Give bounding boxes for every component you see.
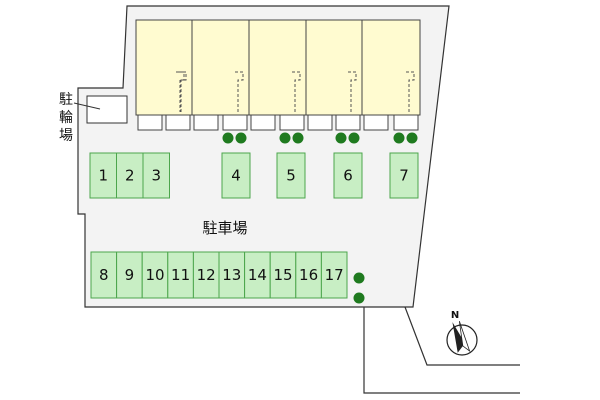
parking-space: 8 bbox=[90, 251, 118, 299]
road-line-left bbox=[363, 307, 520, 394]
building-unit bbox=[135, 19, 193, 131]
tree-icon bbox=[292, 132, 304, 144]
parking-space-number: 8 bbox=[99, 266, 109, 284]
parking-space-number: 3 bbox=[151, 167, 161, 185]
building-unit bbox=[305, 19, 363, 131]
parking-space: 4 bbox=[221, 152, 251, 199]
parking-space-number: 11 bbox=[171, 266, 190, 284]
tree-icon bbox=[353, 292, 365, 304]
road-line-right bbox=[404, 306, 520, 366]
parking-space-number: 9 bbox=[125, 266, 135, 284]
parking-space: 16 bbox=[295, 251, 322, 299]
parking-space-number: 1 bbox=[98, 167, 108, 185]
north-compass-icon: N bbox=[446, 310, 478, 356]
bicycle-parking-label-2: 輪 bbox=[59, 109, 73, 126]
parking-space: 15 bbox=[269, 251, 297, 299]
parking-space-number: 6 bbox=[343, 167, 353, 185]
tree-icon bbox=[235, 132, 247, 144]
parking-space: 3 bbox=[142, 152, 170, 199]
tree-icon bbox=[353, 272, 365, 284]
bicycle-parking-label-3: 場 bbox=[59, 128, 73, 144]
parking-space: 7 bbox=[389, 152, 419, 199]
building-unit bbox=[191, 19, 250, 131]
tree-icon bbox=[222, 132, 234, 144]
bicycle-parking-box bbox=[86, 95, 128, 124]
parking-space-number: 16 bbox=[299, 266, 318, 284]
apartment-building bbox=[135, 19, 421, 131]
tree-icon bbox=[335, 132, 347, 144]
parking-space-number: 14 bbox=[248, 266, 267, 284]
parking-lot-label: 駐車場 bbox=[202, 219, 247, 237]
parking-space: 1 bbox=[89, 152, 117, 199]
parking-space-number: 2 bbox=[125, 167, 135, 185]
tree-icon bbox=[393, 132, 405, 144]
parking-space-number: 15 bbox=[273, 266, 292, 284]
parking-space: 10 bbox=[141, 251, 169, 299]
building-unit bbox=[361, 19, 421, 131]
parking-space: 14 bbox=[244, 251, 271, 299]
north-label: N bbox=[451, 310, 459, 321]
tree-icon bbox=[406, 132, 418, 144]
parking-space-number: 5 bbox=[286, 167, 296, 185]
parking-space: 13 bbox=[218, 251, 246, 299]
parking-space: 11 bbox=[167, 251, 194, 299]
parking-space-number: 10 bbox=[145, 266, 164, 284]
parking-space: 6 bbox=[333, 152, 363, 199]
parking-space: 9 bbox=[116, 251, 143, 299]
parking-space: 2 bbox=[116, 152, 144, 199]
parking-space: 12 bbox=[192, 251, 220, 299]
parking-space: 17 bbox=[320, 251, 348, 299]
building-unit bbox=[248, 19, 307, 131]
bicycle-parking-leader bbox=[73, 102, 101, 110]
tree-icon bbox=[348, 132, 360, 144]
tree-icon bbox=[279, 132, 291, 144]
parking-space-number: 7 bbox=[399, 167, 409, 185]
bicycle-parking-label-1: 駐 bbox=[59, 92, 73, 108]
parking-space-number: 4 bbox=[231, 167, 241, 185]
parking-space: 5 bbox=[276, 152, 306, 199]
trees bbox=[222, 132, 418, 304]
parking-space-number: 12 bbox=[197, 266, 216, 284]
parking-space-number: 13 bbox=[222, 266, 241, 284]
parking-space-number: 17 bbox=[325, 266, 344, 284]
